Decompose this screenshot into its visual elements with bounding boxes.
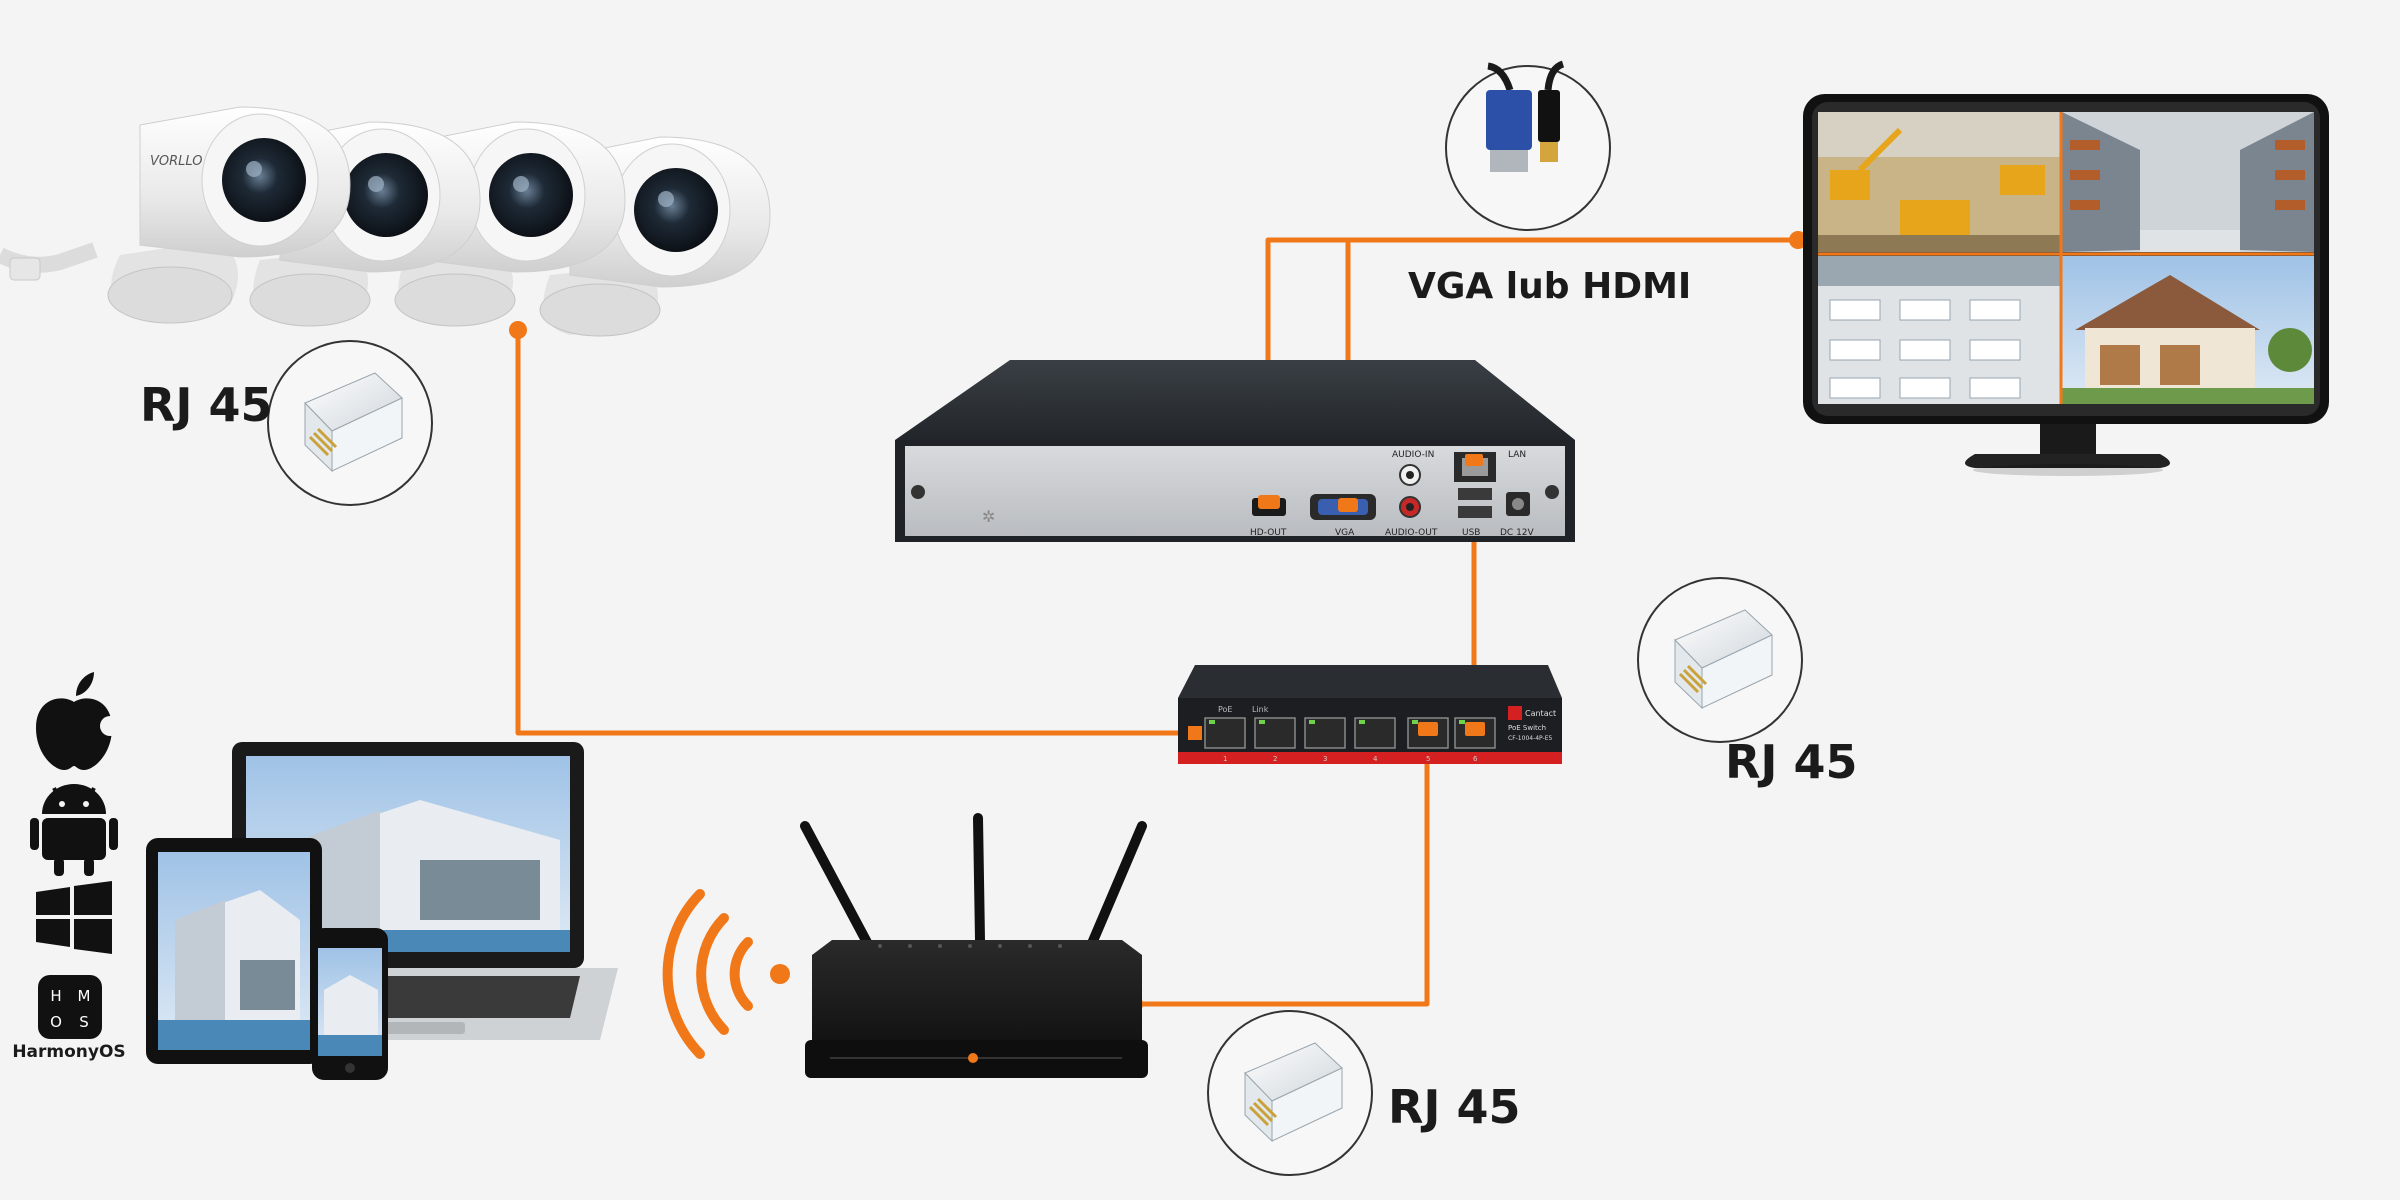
camera-cluster: VORLLO [0, 106, 771, 337]
switch-brand-logo-icon [1508, 706, 1522, 720]
poe-switch: PoE Link 1 2 3 4 5 6 Cantact PoE Switch … [1178, 665, 1562, 764]
camera-2 [249, 121, 481, 327]
svg-text:2: 2 [1273, 755, 1277, 763]
cable-dot-monitor [1789, 231, 1807, 249]
monitor-feed-house [2062, 256, 2314, 404]
monitor-feed-office [1818, 256, 2060, 404]
camera-connector [9, 257, 41, 281]
camera-brand: VORLLO [150, 154, 202, 169]
nvr-port-audio: AUDIO-IN AUDIO-OUT [1385, 450, 1438, 538]
vga-connector-icon [1486, 90, 1532, 150]
router-antenna-center [973, 813, 985, 945]
label-vga-hdmi: VGA lub HDMI [1408, 266, 1692, 307]
harmonyos-icon: H M O S [38, 975, 102, 1039]
router-antenna-right [1085, 821, 1147, 953]
router-antenna-left [800, 821, 875, 953]
switch-model-line2: CF-1004-4P-E5 [1508, 735, 1553, 742]
camera-1: VORLLO [107, 106, 351, 324]
svg-text:5: 5 [1426, 755, 1430, 763]
svg-text:DC 12V: DC 12V [1500, 528, 1535, 538]
switch-model-line1: PoE Switch [1508, 724, 1546, 732]
label-rj45-router: RJ 45 [1388, 1080, 1521, 1134]
android-icon [30, 784, 118, 876]
svg-text:6: 6 [1473, 755, 1478, 763]
svg-text:AUDIO-IN: AUDIO-IN [1392, 450, 1434, 460]
rj45-plug-cameras [267, 340, 433, 506]
svg-text:VGA: VGA [1335, 528, 1355, 538]
svg-text:LAN: LAN [1508, 450, 1526, 460]
svg-text:H: H [50, 987, 61, 1005]
monitor-feed-construction [1818, 112, 2060, 252]
hdmi-connector-icon [1538, 90, 1560, 142]
vga-hdmi-cable-medallion [1445, 60, 1611, 231]
apple-icon [36, 672, 120, 770]
cable-dot-camera [509, 321, 527, 339]
svg-text:USB: USB [1462, 528, 1480, 538]
svg-text:✲: ✲ [982, 507, 995, 526]
router-power-led [968, 1053, 978, 1063]
svg-text:4: 4 [1373, 755, 1378, 763]
switch-brand: Cantact [1525, 709, 1556, 718]
laptop [200, 742, 618, 1040]
harmonyos-label: HarmonyOS [12, 1042, 126, 1062]
smartphone [312, 928, 388, 1080]
nvr-recorder: ✲ HD-OUT VGA AUDIO-IN AUDIO-OUT LAN [895, 360, 1575, 542]
wifi-router [800, 813, 1148, 1078]
svg-text:AUDIO-OUT: AUDIO-OUT [1385, 528, 1438, 538]
cables [515, 237, 1798, 1007]
svg-text:HD-OUT: HD-OUT [1250, 528, 1287, 538]
svg-text:3: 3 [1323, 755, 1327, 763]
monitor-feed-warehouse [2062, 112, 2314, 252]
windows-icon [36, 881, 112, 954]
camera-4 [539, 136, 771, 337]
svg-text:S: S [79, 1013, 89, 1031]
cable-switch-to-router [1134, 733, 1430, 1007]
camera-3 [394, 121, 626, 327]
nvr-port-usb: USB [1458, 488, 1492, 538]
svg-text:O: O [50, 1013, 62, 1031]
svg-text:1: 1 [1223, 755, 1227, 763]
rj45-plug-switch [1637, 577, 1803, 743]
rj45-plug-router [1207, 1010, 1373, 1176]
switch-port-4 [1354, 717, 1396, 749]
label-rj45-switch: RJ 45 [1725, 735, 1858, 789]
switch-label-link: Link [1252, 705, 1269, 714]
svg-text:M: M [78, 987, 91, 1005]
wifi-signal-icon [662, 889, 790, 1059]
switch-label-poe: PoE [1218, 705, 1233, 714]
cable-cameras-to-switch [515, 330, 1200, 736]
label-rj45-cameras: RJ 45 [140, 378, 273, 432]
nvr-port-dc: DC 12V [1500, 492, 1535, 538]
monitor [1803, 94, 2329, 476]
tablet [146, 838, 322, 1064]
